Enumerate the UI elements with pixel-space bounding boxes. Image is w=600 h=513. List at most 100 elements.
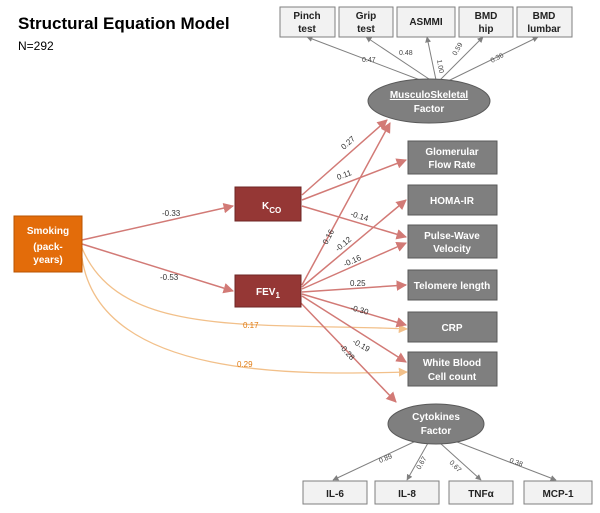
coef-smoking-kco: -0.33 bbox=[162, 209, 181, 218]
indicator-bmd-lumbar-label: BMD bbox=[533, 11, 556, 22]
coef-musculo-grip: 0.48 bbox=[399, 50, 413, 57]
cytokine-indicator-paths bbox=[332, 439, 557, 481]
node-kco-label: KCO bbox=[262, 201, 281, 215]
path-fev1-homa bbox=[301, 199, 407, 288]
musculo-indicator-boxes: Pinch test Grip test ASMMI BMD hip BMD l… bbox=[279, 6, 573, 38]
path-cyto-il8 bbox=[406, 442, 429, 481]
outcome-box-crp bbox=[407, 311, 498, 343]
indicator-grip-label-2: test bbox=[357, 24, 375, 35]
node-fev1-sub: 1 bbox=[275, 291, 280, 300]
path-smoking-crp bbox=[81, 247, 408, 334]
node-cytokines-label-2: Factor bbox=[421, 426, 452, 437]
outcome-box-telomere bbox=[407, 269, 498, 301]
path-fev1-wbc bbox=[301, 295, 407, 363]
node-kco: KCO bbox=[234, 186, 302, 222]
node-musculo-ellipse bbox=[367, 78, 491, 124]
node-musculo-factor: MusculoSkeletal Factor bbox=[367, 78, 491, 124]
path-musculo-bmd-hip bbox=[439, 36, 484, 81]
indicator-grip-label: Grip bbox=[356, 11, 377, 22]
indicator-il8-label: IL-8 bbox=[398, 489, 416, 500]
node-fev1: FEV1 bbox=[234, 274, 302, 308]
node-cytokines-factor: Cytokines Factor bbox=[387, 403, 485, 445]
path-fev1-crp bbox=[301, 293, 408, 328]
node-kco-main: K bbox=[262, 201, 270, 212]
path-smoking-fev1 bbox=[81, 243, 235, 294]
sample-size: N=292 bbox=[18, 39, 54, 53]
indicator-mcp1-label: MCP-1 bbox=[542, 489, 574, 500]
path-fev1-cytokines bbox=[297, 299, 397, 403]
path-smoking-kco bbox=[81, 202, 235, 241]
outcome-boxes: Glomerular Flow Rate HOMA-IR Pulse-Wave … bbox=[407, 140, 498, 387]
diagram-title: Structural Equation Model bbox=[18, 14, 230, 33]
node-cytokines-ellipse bbox=[387, 403, 485, 445]
path-cyto-mcp1 bbox=[451, 439, 557, 481]
coef-fev1-telomere: 0.25 bbox=[350, 279, 366, 288]
path-cyto-il6 bbox=[332, 439, 419, 481]
coef-fev1-crp: -0.30 bbox=[349, 303, 369, 317]
coef-smoking-wbc: 0.29 bbox=[237, 360, 253, 369]
node-cytokines-label: Cytokines bbox=[412, 412, 460, 423]
outcome-wbc-label-2: Cell count bbox=[428, 372, 477, 383]
path-musculo-bmd-lumbar bbox=[445, 36, 539, 83]
outcome-pwv-label: Pulse-Wave bbox=[424, 231, 480, 242]
outcome-box-gfr bbox=[407, 140, 498, 175]
musculo-indicator-paths bbox=[306, 36, 539, 84]
indicator-asmmi-label: ASMMI bbox=[409, 17, 443, 28]
node-smoking-label-3: years) bbox=[33, 255, 62, 266]
path-fev1-pwv bbox=[301, 242, 407, 290]
indicator-box-bmd-hip bbox=[458, 6, 514, 38]
node-smoking-label: Smoking bbox=[27, 226, 69, 237]
indicator-box-grip bbox=[338, 6, 394, 38]
outcome-gfr-label: Glomerular bbox=[425, 147, 478, 158]
node-fev1-main: FEV bbox=[256, 287, 276, 298]
coef-fev1-musculo: 0.16 bbox=[321, 227, 337, 245]
indicator-box-il8 bbox=[374, 480, 440, 505]
path-smoking-wbc bbox=[81, 257, 408, 377]
coef-fev1-wbc: -0.19 bbox=[351, 337, 372, 354]
indicator-box-mcp1 bbox=[523, 480, 593, 505]
coef-smoking-fev1: -0.53 bbox=[160, 273, 179, 282]
indicator-box-pinch bbox=[279, 6, 336, 38]
node-kco-sub: CO bbox=[269, 206, 281, 215]
indicator-tnfa-label: TNFα bbox=[468, 489, 494, 500]
coef-musculo-bmd-hip: 0.59 bbox=[452, 42, 465, 57]
path-musculo-asmmi bbox=[425, 36, 437, 81]
path-kco-pwv bbox=[301, 205, 408, 240]
node-fev1-label: FEV1 bbox=[256, 287, 280, 300]
node-musculo-label-2: Factor bbox=[414, 104, 445, 115]
coef-cyto-mcp1: 0.38 bbox=[508, 457, 523, 468]
path-kco-musculo bbox=[301, 119, 388, 196]
outcome-homa-label: HOMA-IR bbox=[430, 196, 475, 207]
coef-cyto-il6: 0.89 bbox=[378, 453, 393, 465]
outcome-box-homa bbox=[407, 184, 498, 216]
coef-kco-gfr: 0.11 bbox=[336, 168, 354, 182]
outcome-crp-label: CRP bbox=[441, 323, 462, 334]
indicator-box-tnfa bbox=[448, 480, 514, 505]
node-smoking: Smoking (pack- years) bbox=[13, 215, 83, 273]
node-musculo-label: MusculoSkeletal bbox=[390, 90, 469, 101]
node-fev1-box bbox=[234, 274, 302, 308]
coef-musculo-pinch: 0.47 bbox=[362, 57, 376, 64]
indicator-box-asmmi bbox=[396, 6, 456, 38]
indicator-pinch-label-2: test bbox=[298, 24, 316, 35]
node-kco-box bbox=[234, 186, 302, 222]
outcome-wbc-label: White Blood bbox=[423, 358, 481, 369]
path-musculo-grip bbox=[365, 36, 433, 82]
indicator-bmd-hip-label: BMD bbox=[475, 11, 498, 22]
outcome-pwv-label-2: Velocity bbox=[433, 244, 471, 255]
coef-smoking-crp: 0.17 bbox=[243, 321, 259, 330]
node-smoking-box bbox=[13, 215, 83, 273]
outcome-gfr-label-2: Flow Rate bbox=[428, 160, 476, 171]
cytokine-indicator-boxes: IL-6 IL-8 TNFα MCP-1 bbox=[302, 480, 593, 505]
outcome-box-wbc bbox=[407, 351, 498, 387]
coef-musculo-asmmi: 1.00 bbox=[435, 59, 444, 74]
outcome-box-pwv bbox=[407, 224, 498, 259]
node-smoking-label-2: (pack- bbox=[33, 242, 62, 253]
path-cyto-tnfa bbox=[439, 442, 482, 481]
path-musculo-pinch bbox=[306, 36, 429, 84]
outcome-telomere-label: Telomere length bbox=[414, 281, 491, 292]
path-fev1-musculo bbox=[301, 122, 391, 286]
indicator-bmd-hip-label-2: hip bbox=[479, 24, 494, 35]
